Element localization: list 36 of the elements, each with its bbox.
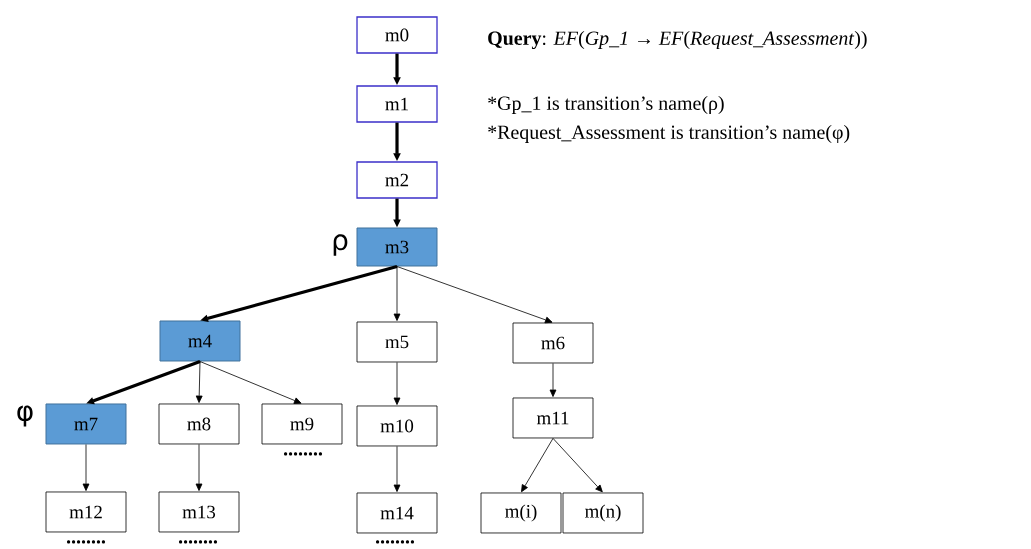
state-box: m11	[512, 397, 594, 439]
greek-symbol: ρ	[333, 234, 348, 256]
arrow	[393, 446, 401, 492]
state-box: m8	[158, 403, 240, 445]
greek-symbol: φ	[17, 405, 33, 427]
arrow	[549, 363, 557, 397]
ellipsis-dots: ........	[283, 452, 323, 456]
note-text: Query: EF(Gp_1 → EF(Request_Assessment))	[488, 30, 867, 50]
state-box: m1	[356, 85, 438, 123]
state-box: m6	[512, 322, 594, 364]
state-box: m(i)	[480, 492, 562, 534]
state-box: m12	[45, 491, 127, 533]
arrow	[393, 362, 401, 405]
state-box: m3	[356, 227, 438, 267]
state-box: m5	[356, 321, 438, 363]
arrow	[195, 361, 203, 403]
arrow	[552, 438, 603, 493]
state-box: m0	[356, 16, 438, 54]
arrow	[396, 266, 553, 324]
arrow	[393, 266, 401, 321]
note-text: *Request_Assessment is transition’s name(φ)	[488, 124, 850, 143]
state-box: m7	[45, 403, 127, 445]
arrow	[82, 444, 90, 491]
ellipsis-dots: ........	[178, 540, 218, 544]
state-box: m2	[356, 161, 438, 199]
arrow	[199, 361, 302, 404]
arrow	[195, 444, 203, 491]
state-box: m13	[158, 491, 240, 533]
state-box: m10	[356, 405, 438, 447]
state-box: m14	[356, 492, 438, 534]
note-text: *Gp_1 is transition’s name(ρ)	[488, 95, 724, 114]
arrow	[521, 438, 554, 493]
state-box: m(n)	[562, 492, 644, 534]
ellipsis-dots: ........	[66, 540, 106, 544]
state-box: m9	[261, 403, 343, 445]
state-box: m4	[159, 320, 241, 362]
